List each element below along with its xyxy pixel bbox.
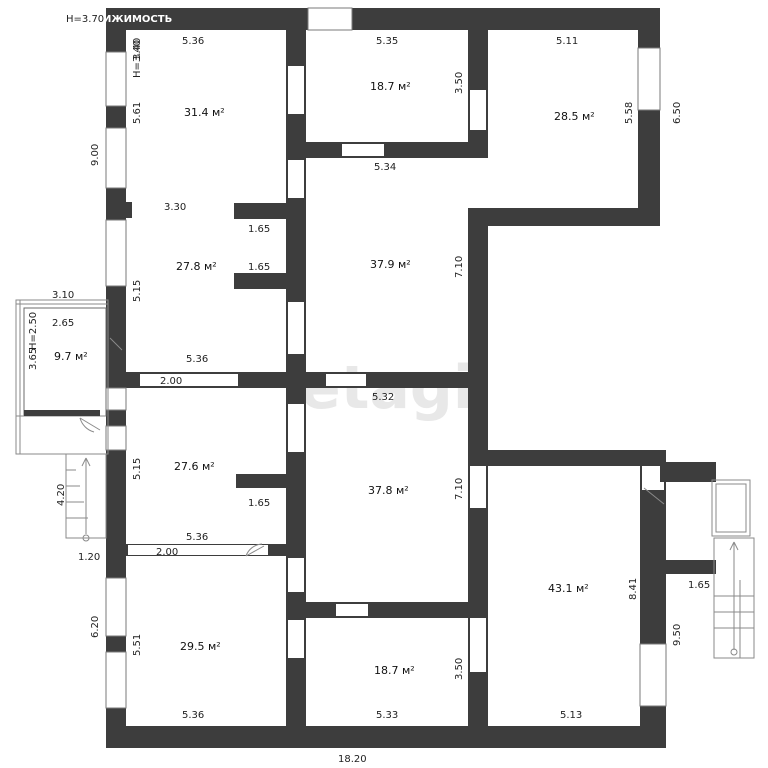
dimension-label: 3.30 xyxy=(164,202,186,213)
dimension-label: 5.61 xyxy=(132,102,143,124)
dimension-label: 1.65 xyxy=(688,580,710,591)
left-annex xyxy=(15,299,123,455)
dimension-labels: 5.36 5.35 5.11 3.40 H=3.40 5.61 9.00 3.5… xyxy=(28,36,710,765)
dimension-label: 5.35 xyxy=(376,36,398,47)
room-area-label: 29.5 м² xyxy=(180,640,221,653)
dimension-label: 9.50 xyxy=(672,624,683,646)
dimension-label: 1.65 xyxy=(248,262,270,273)
room-area-label: 9.7 м² xyxy=(54,350,88,363)
dimension-label: 5.11 xyxy=(556,36,578,47)
dimension-label: 7.10 xyxy=(454,256,465,278)
room-area-label: 27.6 м² xyxy=(174,460,215,473)
dimension-label: 5.34 xyxy=(374,162,396,173)
dimension-label: 8.41 xyxy=(628,578,639,600)
dimension-label: 2.00 xyxy=(156,547,178,558)
openings xyxy=(128,66,664,672)
dimension-label: 5.36 xyxy=(186,532,208,543)
wall-marks xyxy=(126,202,138,386)
title-fragment: ИЖИМОСТЬ xyxy=(103,14,172,25)
dimension-label: H=2.50 xyxy=(28,312,39,350)
dimension-label: 5.13 xyxy=(560,710,582,721)
dimension-label: 1.65 xyxy=(248,498,270,509)
room-area-label: 37.8 м² xyxy=(368,484,409,497)
dimension-label: 1.65 xyxy=(248,224,270,235)
dimension-label: 2.00 xyxy=(160,376,182,387)
dimension-label: 18.20 xyxy=(338,754,367,765)
dimension-label: 5.36 xyxy=(186,354,208,365)
dimension-label: 5.15 xyxy=(132,458,143,480)
dimension-label: 5.36 xyxy=(182,710,204,721)
dimension-label: 5.33 xyxy=(376,710,398,721)
dimension-label: 6.50 xyxy=(672,102,683,124)
dimension-label: 4.20 xyxy=(56,484,67,506)
room-area-label: 18.7 м² xyxy=(374,664,415,677)
dimension-label: 3.10 xyxy=(52,290,74,301)
room-area-label: 31.4 м² xyxy=(184,106,225,119)
dimension-label: 9.00 xyxy=(90,144,101,166)
right-annex xyxy=(660,462,755,659)
room-area-label: 18.7 м² xyxy=(370,80,411,93)
dimension-label: 5.51 xyxy=(132,634,143,656)
dimension-label: 5.15 xyxy=(132,280,143,302)
room-areas: 31.4 м² 18.7 м² 28.5 м² 27.8 м² 37.9 м² … xyxy=(54,80,595,677)
height-label: H=3.70 xyxy=(66,14,104,25)
room-area-label: 37.9 м² xyxy=(370,258,411,271)
dimension-label: 2.65 xyxy=(52,318,74,329)
dimension-label: 3.65 xyxy=(28,348,39,370)
room-area-label: 27.8 м² xyxy=(176,260,217,273)
dimension-label: 6.20 xyxy=(90,616,101,638)
dimension-label: 7.10 xyxy=(454,478,465,500)
dimension-label: 1.20 xyxy=(78,552,100,563)
dimension-label: 5.36 xyxy=(182,36,204,47)
dimension-label: 3.50 xyxy=(454,72,465,94)
dimension-label: 3.40 xyxy=(132,38,143,60)
room-area-label: 28.5 м² xyxy=(554,110,595,123)
room-area-label: 43.1 м² xyxy=(548,582,589,595)
windows xyxy=(105,7,667,709)
left-stair xyxy=(65,453,107,542)
dimension-label: 5.32 xyxy=(372,392,394,403)
dimension-label: 3.50 xyxy=(454,658,465,680)
dimension-label: H=3.40 xyxy=(132,40,143,78)
dimension-label: 5.58 xyxy=(624,102,635,124)
door-swings xyxy=(245,487,665,557)
